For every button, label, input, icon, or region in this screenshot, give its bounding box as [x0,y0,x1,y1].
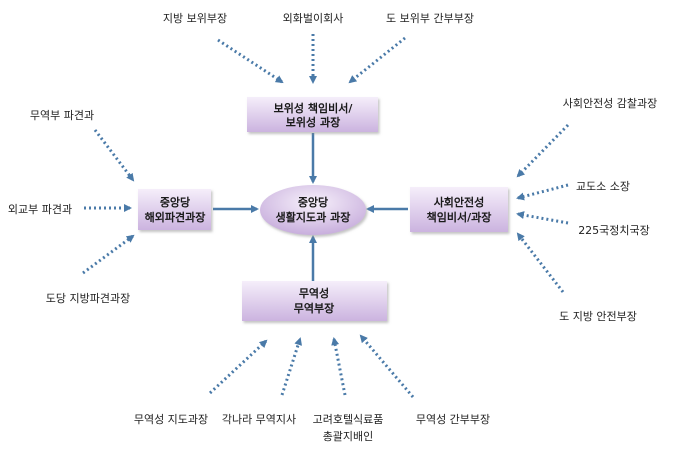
source-label: 무역성 지도과장 [134,413,208,426]
source-label: 무역부 파견과 [30,109,94,122]
right-box-line1: 사회안전성 [434,195,485,209]
arrow-bottom-4 [359,334,415,398]
center-line2: 생활지도과 과장 [276,210,351,224]
source-label: 외교부 파견과 [8,203,72,216]
center-ellipse: 중앙당 생활지도과 과장 [260,185,366,235]
solid-arrows [213,133,408,281]
source-label: 총괄지배인 [323,430,374,443]
arrow-right-4 [516,232,565,293]
source-label: 고려호텔식료품 [313,413,384,426]
top-box-line2: 보위성 과장 [286,115,340,129]
arrow-bottom-1 [208,339,268,395]
arrow-top-left [217,38,284,84]
arrow-left-top [93,129,135,182]
dotted-arrows [82,34,570,398]
arrow-bottom-2 [280,337,302,396]
right-box: 사회안전성 책임비서/과장 [410,187,508,232]
source-label: 225국정치국장 [578,224,650,237]
source-label: 지방 보위부장 [163,12,227,25]
bottom-box-line1: 무역성 [299,286,329,300]
source-label: 외화벌이회사 [283,12,344,25]
left-box-line2: 해외파견과장 [145,210,206,224]
top-box-line1: 보위성 책임비서/ [274,101,354,115]
source-label: 도당 지방파견과장 [46,292,130,305]
arrow-bottom-3 [331,337,347,396]
arrow-right-2 [516,183,569,201]
source-label: 도 보위부 간부부장 [386,12,474,25]
bottom-box-line2: 무역부장 [294,301,334,315]
source-label: 각나라 무역지사 [222,413,296,426]
top-box: 보위성 책임비서/ 보위성 과장 [247,97,378,132]
arrow-right-3 [516,211,569,225]
source-label: 무역성 간부부장 [416,413,490,426]
center-line1: 중앙당 [298,195,328,209]
left-box: 중앙당 해외파견과장 [138,189,211,230]
arrow-top-right [348,36,406,84]
right-box-line2: 책임비서/과장 [427,210,492,224]
left-box-line1: 중앙당 [160,195,190,209]
source-label: 교도소 소장 [576,180,630,193]
bottom-box: 무역성 무역부장 [242,281,387,321]
source-label: 도 지방 안전부장 [559,310,637,323]
source-label: 사회안전성 감찰과장 [563,97,658,110]
arrow-left-bottom [82,234,135,275]
arrow-right-1 [516,123,570,178]
